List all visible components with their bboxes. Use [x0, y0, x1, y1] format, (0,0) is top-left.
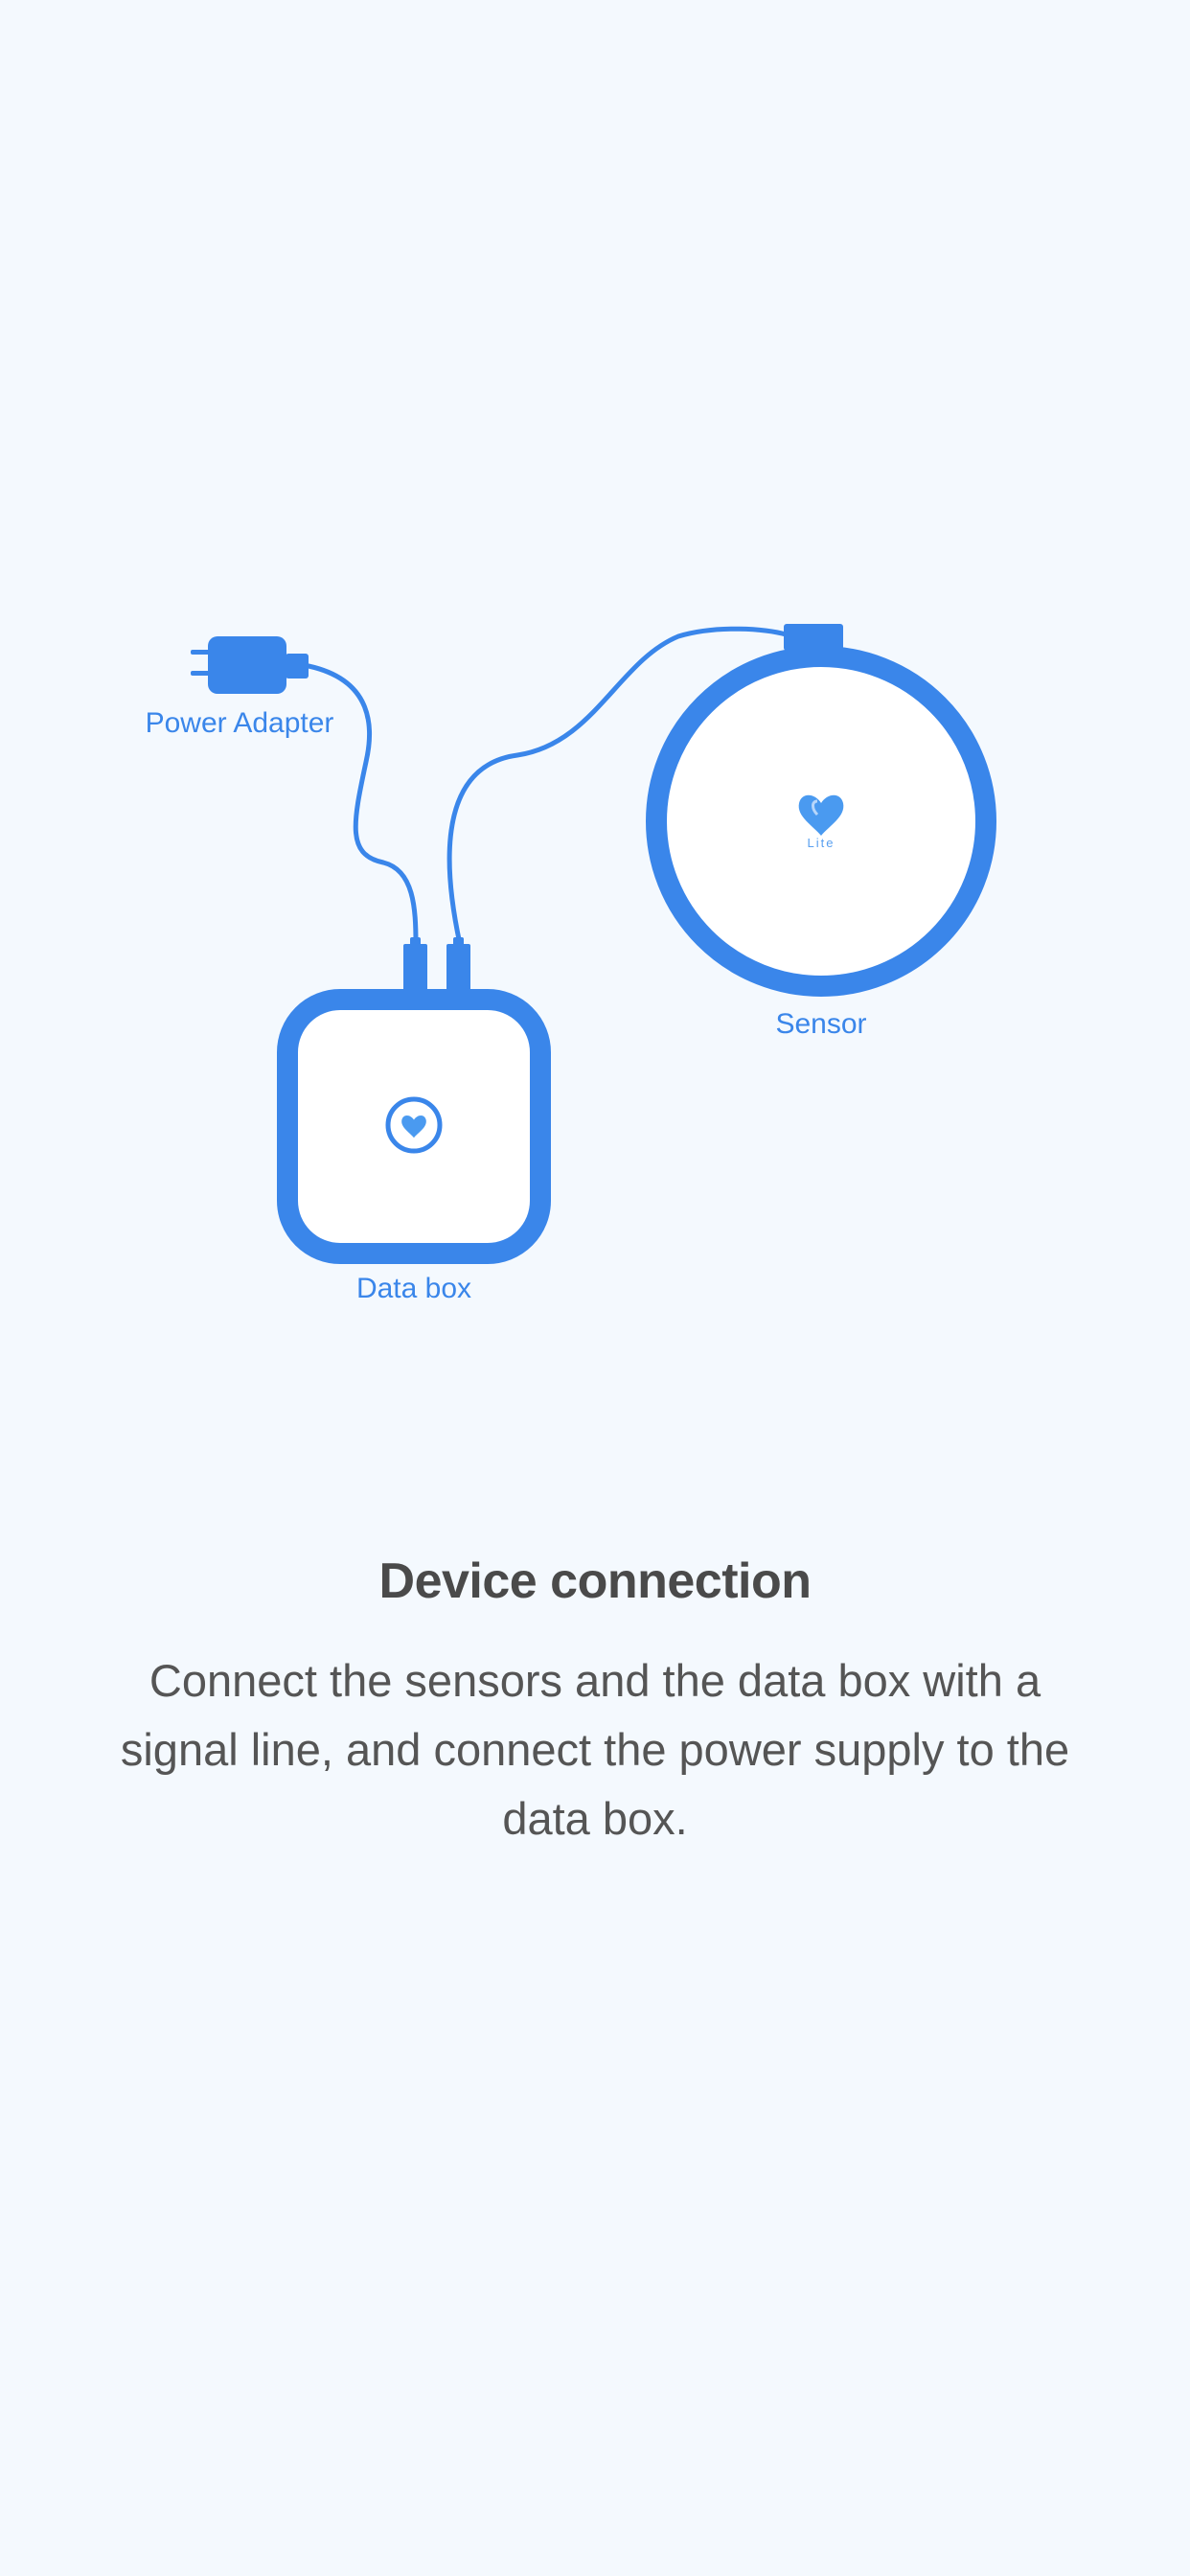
sensor-logo-text: Lite [808, 836, 835, 850]
sensor-label: Sensor [775, 1008, 867, 1040]
sensor-device-icon: Lite [646, 624, 996, 997]
power-plug-icon [191, 636, 309, 694]
heart-logo-icon [401, 1115, 426, 1138]
instruction-text: Connect the sensors and the data box wit… [120, 1655, 1070, 1844]
signal-cable [446, 626, 789, 947]
data-box-label: Data box [355, 1273, 472, 1304]
heart-logo-icon [798, 794, 844, 836]
power-cable [306, 663, 419, 947]
power-adapter-label: Power Adapter [145, 707, 334, 739]
page-title: Device connection [378, 1553, 812, 1609]
data-box-device-icon [277, 937, 551, 1264]
connection-diagram: Lite [191, 624, 996, 1264]
